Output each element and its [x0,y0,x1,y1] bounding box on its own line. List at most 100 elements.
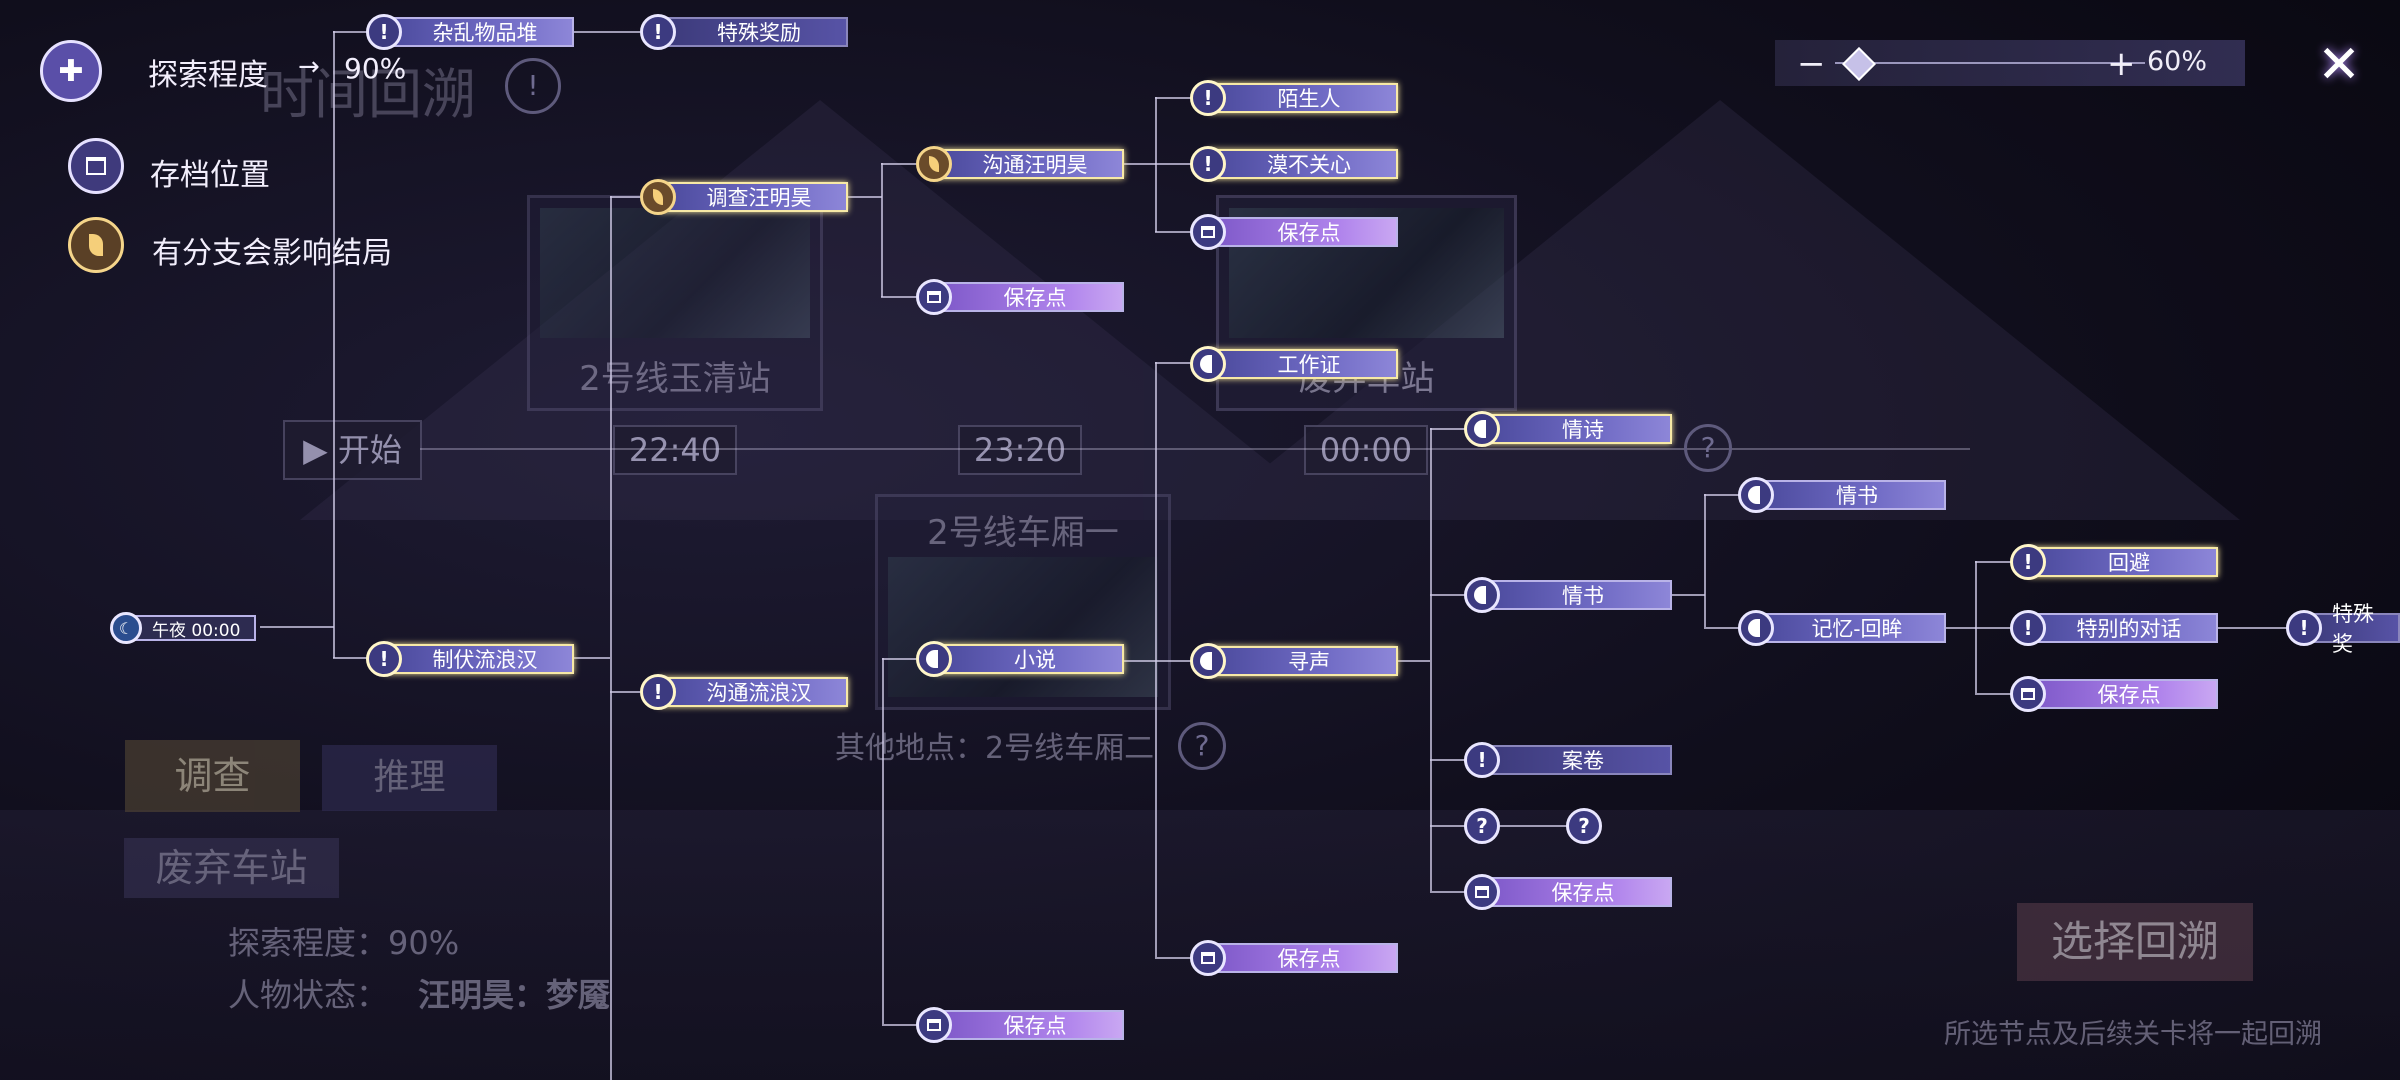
node-label: 保存点 [934,282,1124,312]
node-avoid[interactable]: ! 回避 [2010,544,2218,580]
node-talk-tramp[interactable]: ! 沟通流浪汉 [640,674,848,710]
zoom-slider-track[interactable] [1835,62,2145,64]
node-work-card[interactable]: 工作证 [1190,346,1398,382]
node-special-reward[interactable]: ! 特殊奖 [2286,602,2400,656]
node-save-point[interactable]: 保存点 [1464,874,1672,910]
exclamation-icon: ! [2286,610,2322,646]
node-save-point[interactable]: 保存点 [916,1007,1124,1043]
node-unknown[interactable]: ? [1566,808,1602,844]
node-memory-glance[interactable]: 记忆-回眸 [1738,610,1946,646]
half-circle-icon [1464,411,1500,447]
node-label: 记忆-回眸 [1756,613,1946,643]
node-save-point[interactable]: 保存点 [1190,940,1398,976]
time-marker: 22:40 [613,425,737,475]
panel-status-label: 人物状态： [228,976,389,1014]
unknown-node-icon[interactable]: ? [1684,424,1732,472]
node-unknown[interactable]: ? [1464,808,1500,844]
help-icon: ? [1178,722,1226,770]
branch-leaf-icon [916,146,952,182]
node-special-reward[interactable]: ! 特殊奖励 [640,14,848,50]
node-label: 情书 [1756,480,1946,510]
node-label: 沟通汪明昊 [934,149,1124,179]
node-label: 特殊奖 [2304,602,2400,656]
save-icon [916,279,952,315]
node-label: 保存点 [1208,217,1398,247]
save-icon [68,138,124,194]
zoom-control: − + 60% [1775,40,2245,86]
location-image [540,208,810,338]
branch-leaf-icon [640,179,676,215]
node-subdue-tramp[interactable]: ! 制伏流浪汉 [366,641,574,677]
panel-status-value: 汪明昊：梦魇 [418,976,611,1014]
node-label: 漠不关心 [1208,149,1398,179]
moon-icon: ☾ [110,612,142,644]
node-love-letter[interactable]: 情书 [1738,477,1946,513]
node-investigate-wang[interactable]: 调查汪明昊 [640,179,848,215]
root-node-midnight[interactable]: ☾ 午夜 00:00 [110,610,257,646]
location-caption: 2号线玉清站 [579,359,771,399]
legend-progress-arrow: → [298,52,320,82]
start-label: 开始 [337,431,402,469]
legend-progress-value: 90% [344,52,407,85]
time-marker: 00:00 [1304,425,1428,475]
node-label: 陌生人 [1208,83,1398,113]
node-label: 调查汪明昊 [658,182,848,212]
exclamation-icon: ! [2010,544,2046,580]
node-save-point[interactable]: 保存点 [2010,676,2218,712]
node-love-poem[interactable]: 情诗 [1464,411,1672,447]
node-save-point[interactable]: 保存点 [1190,214,1398,250]
node-misc-items[interactable]: ! 杂乱物品堆 [366,14,574,50]
node-save-point[interactable]: 保存点 [916,279,1124,315]
choose-rewind-button[interactable]: 选择回溯 [2017,903,2253,981]
node-label: 情诗 [1482,414,1672,444]
question-icon: ? [1464,808,1500,844]
exclamation-icon: ! [366,14,402,50]
node-novel[interactable]: 小说 [916,641,1124,677]
time-marker: 23:20 [958,425,1082,475]
node-indifferent[interactable]: ! 漠不关心 [1190,146,1398,182]
zoom-value: 60% [2147,46,2208,77]
half-circle-icon [1738,477,1774,513]
timeline-axis [420,448,1970,450]
node-label: 回避 [2028,547,2218,577]
node-label: 工作证 [1208,349,1398,379]
start-button[interactable]: ▶ 开始 [283,420,422,480]
other-location-label: 其他地点：2号线车厢二 [835,731,1155,766]
question-icon: ? [1566,808,1602,844]
save-icon [1464,874,1500,910]
node-love-letter[interactable]: 情书 [1464,577,1672,613]
node-case-file[interactable]: ! 案卷 [1464,742,1672,778]
close-icon[interactable]: ✕ [2317,35,2361,95]
half-circle-icon [1738,610,1774,646]
half-circle-icon [1464,577,1500,613]
node-special-talk[interactable]: ! 特别的对话 [2010,610,2218,646]
zoom-slider-handle[interactable] [1841,47,1876,81]
legend-progress-label: 探索程度 [148,58,268,93]
node-label: 保存点 [2028,679,2218,709]
location-card: 2号线车厢一 [875,494,1171,710]
half-circle-icon [1190,643,1226,679]
node-label: 保存点 [1208,943,1398,973]
help-icon: ! [505,58,561,114]
puzzle-icon: ✚ [40,40,102,102]
node-stranger[interactable]: ! 陌生人 [1190,80,1398,116]
legend-branch-label: 有分支会影响结局 [152,236,392,271]
zoom-out-button[interactable]: − [1797,44,1826,84]
panel-location-title: 废弃车站 [124,838,339,898]
exclamation-icon: ! [640,674,676,710]
exclamation-icon: ! [1190,146,1226,182]
zoom-in-button[interactable]: + [2107,44,2136,84]
node-label: 情书 [1482,580,1672,610]
half-circle-icon [916,641,952,677]
node-label: 保存点 [1482,877,1672,907]
tab-investigate[interactable]: 调查 [125,740,300,812]
node-label: 小说 [934,644,1124,674]
exclamation-icon: ! [1464,742,1500,778]
tab-reason[interactable]: 推理 [322,745,497,811]
location-caption: 2号线车厢一 [927,513,1119,553]
node-label: 沟通流浪汉 [658,677,848,707]
exclamation-icon: ! [1190,80,1226,116]
node-talk-wang[interactable]: 沟通汪明昊 [916,146,1124,182]
node-label: 寻声 [1208,646,1398,676]
node-seek-sound[interactable]: 寻声 [1190,643,1398,679]
